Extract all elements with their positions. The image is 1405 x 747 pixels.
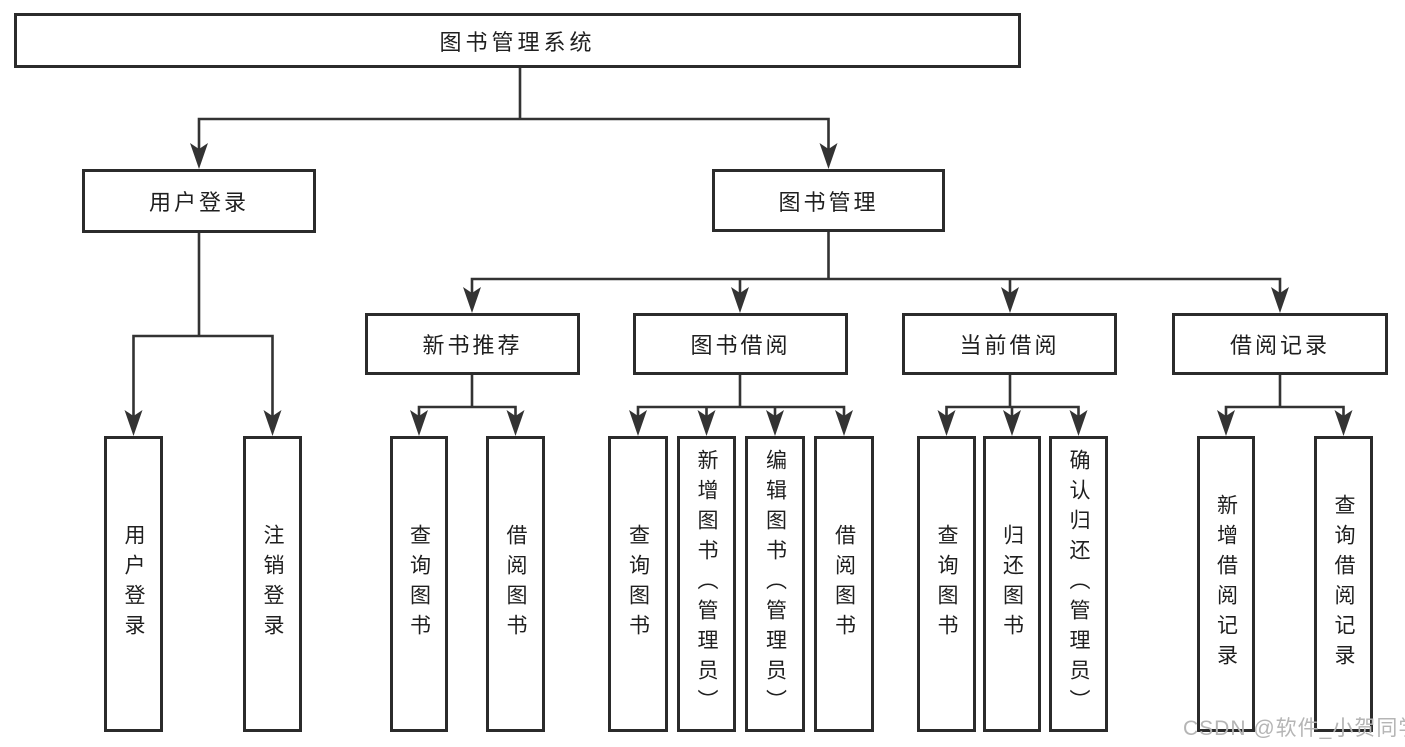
connector-newbook-to-leaves	[417, 375, 517, 418]
arrowhead-icon	[263, 410, 282, 436]
leaf-confirm-return-admin: 确认归还（管理员）	[1049, 436, 1108, 732]
node-label: 用户登录	[148, 190, 249, 215]
node-label: 新增图书（管理员）	[695, 449, 718, 719]
leaf-query-books-recommend: 查询图书	[390, 436, 448, 732]
node-user-login: 用户登录	[82, 169, 316, 233]
leaf-query-books-borrow: 查询图书	[608, 436, 668, 732]
node-label: 查询图书	[935, 524, 958, 644]
arrowhead-icon	[506, 410, 525, 436]
leaf-logout: 注销登录	[243, 436, 302, 732]
arrowhead-icon	[1334, 410, 1353, 436]
leaf-edit-books-admin: 编辑图书（管理员）	[745, 436, 805, 732]
arrowhead-icon	[1271, 287, 1289, 313]
node-label: 图书借阅	[690, 333, 791, 358]
arrowhead-icon	[937, 410, 956, 436]
node-book-management: 图书管理	[712, 169, 945, 232]
connector-currentborrow-to-leaves	[945, 375, 1080, 418]
arrowhead-icon	[124, 410, 143, 436]
leaf-borrow-books: 借阅图书	[814, 436, 874, 732]
leaf-user-login: 用户登录	[104, 436, 163, 732]
arrowhead-icon	[766, 410, 784, 436]
node-label: 借阅图书	[832, 524, 856, 644]
arrowhead-icon	[1001, 287, 1019, 313]
arrowheads	[124, 143, 1353, 436]
node-label: 新增借阅记录	[1214, 494, 1238, 674]
node-new-book-recommend: 新书推荐	[365, 313, 580, 375]
node-label: 当前借阅	[959, 333, 1060, 358]
leaf-borrow-books-recommend: 借阅图书	[486, 436, 545, 732]
csdn-watermark: CSDN @软件_小贺同学	[1183, 717, 1405, 740]
node-label: 用户登录	[122, 524, 145, 644]
node-label: 图书管理系统	[439, 29, 596, 55]
arrowhead-icon	[629, 410, 647, 436]
connector-records-to-leaves	[1224, 375, 1345, 418]
node-label: 注销登录	[261, 524, 284, 644]
node-label: 新书推荐	[422, 333, 523, 358]
connector-root-to-level2	[197, 68, 830, 151]
connector-userlogin-to-leaves	[132, 233, 274, 418]
node-label: 归还图书	[1000, 524, 1024, 644]
node-label: 借阅图书	[504, 524, 527, 644]
arrowhead-icon	[190, 143, 208, 169]
node-label: 查询图书	[626, 524, 650, 644]
arrowhead-icon	[1069, 410, 1088, 436]
leaf-add-borrow-record: 新增借阅记录	[1197, 436, 1255, 732]
node-book-borrow: 图书借阅	[633, 313, 848, 375]
node-label: 确认归还（管理员）	[1067, 449, 1090, 719]
node-library-system: 图书管理系统	[14, 13, 1021, 68]
arrowhead-icon	[1217, 410, 1235, 436]
leaf-query-borrow-record: 查询借阅记录	[1314, 436, 1373, 732]
arrowhead-icon	[410, 410, 428, 436]
leaf-return-books: 归还图书	[983, 436, 1041, 732]
connector-bookborrow-to-leaves	[636, 375, 846, 418]
arrowhead-icon	[463, 287, 481, 313]
leaf-query-books-current: 查询图书	[917, 436, 976, 732]
arrowhead-icon	[1003, 410, 1021, 436]
arrowhead-icon	[731, 287, 749, 313]
node-label: 查询借阅记录	[1332, 494, 1355, 674]
node-label: 查询图书	[407, 524, 431, 644]
node-label: 借阅记录	[1229, 333, 1330, 358]
leaf-add-books-admin: 新增图书（管理员）	[677, 436, 736, 732]
node-label: 编辑图书（管理员）	[763, 449, 787, 719]
node-borrow-records: 借阅记录	[1172, 313, 1388, 375]
connector-bookmgmt-to-level3	[470, 232, 1282, 293]
arrowhead-icon	[835, 410, 853, 436]
node-current-borrow: 当前借阅	[902, 313, 1117, 375]
arrowhead-icon	[819, 143, 838, 169]
node-label: 图书管理	[778, 189, 879, 215]
arrowhead-icon	[697, 410, 716, 436]
